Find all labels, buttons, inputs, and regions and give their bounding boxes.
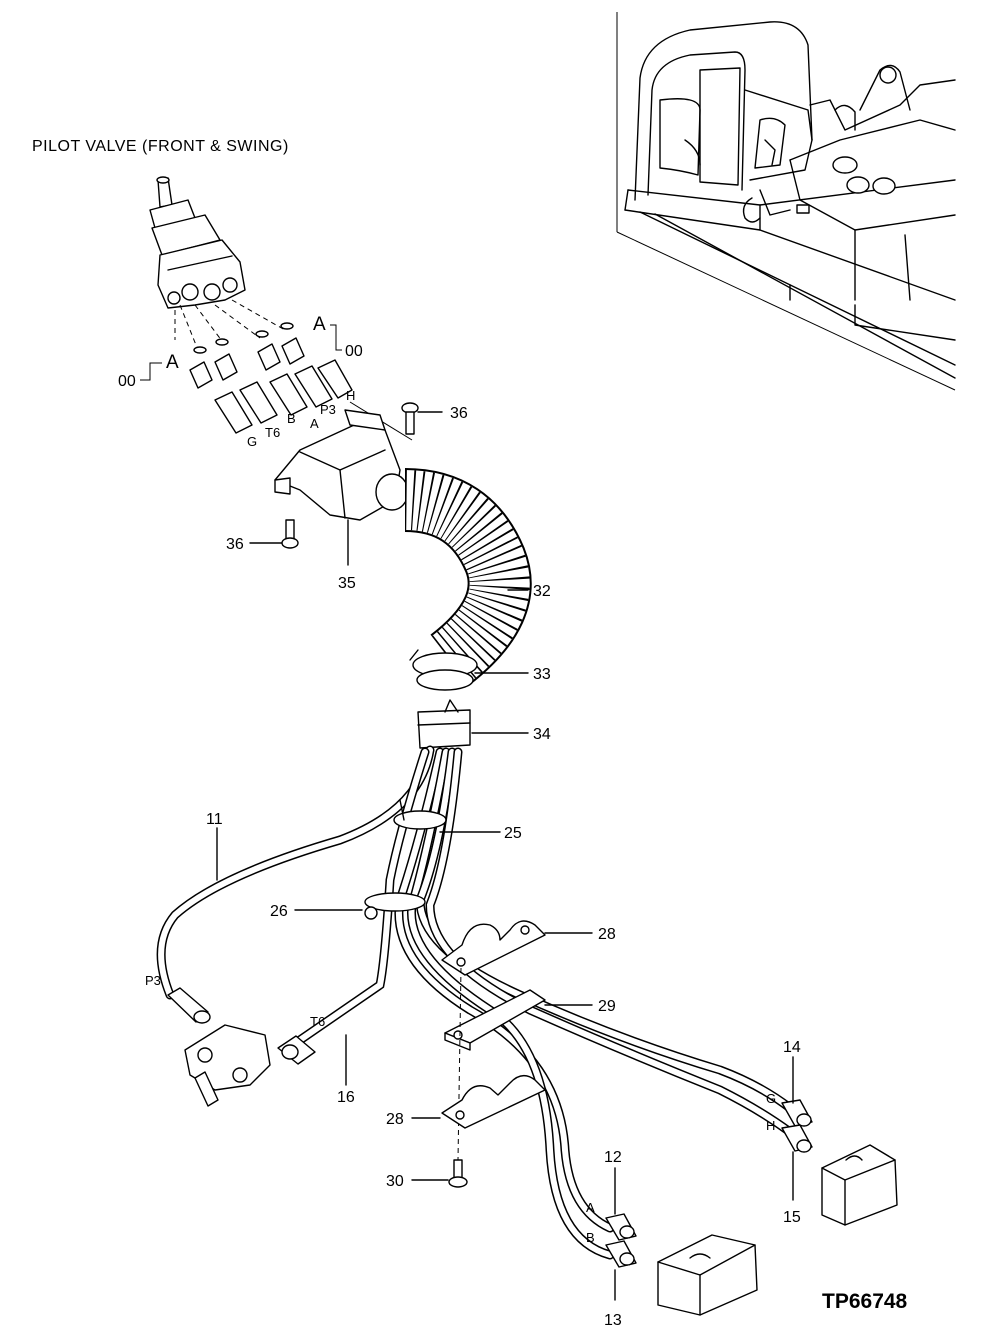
fitting-b [605,1240,637,1268]
port-b-label-top: B [287,411,296,426]
screw-36-left [249,519,299,549]
callout-36-top: 36 [450,405,468,422]
callout-26: 26 [270,903,288,920]
swing-valve-block [184,1024,271,1107]
callout-28-upper: 28 [598,926,616,943]
callout-35: 35 [338,575,356,592]
port-a-label-left: A [166,352,179,373]
corrugated-tube [403,468,532,686]
cable-tie-25 [393,799,447,830]
pilot-valve [149,176,246,309]
excavator-location-inset [616,12,956,391]
port-g-label-top: G [247,434,257,449]
screw-36-top [401,402,443,435]
diagram-title: PILOT VALVE (FRONT & SWING) [32,138,289,155]
port-t6-label-low: T6 [310,1014,325,1029]
fitting-h [781,1124,813,1153]
port-fittings [189,322,305,389]
callout-29: 29 [598,998,616,1015]
port-h-label-low: H [766,1118,775,1133]
clamp-28-upper [441,920,546,976]
callout-34: 34 [533,726,551,743]
callout-14: 14 [783,1039,801,1056]
port-h-label-top: H [346,388,355,403]
port-p3-label-low: P3 [145,973,161,988]
hose-cover [274,409,409,521]
drawing-code: TP66748 [822,1290,908,1313]
grommet [409,649,478,691]
port-g-label-low: G [766,1091,776,1106]
section-marks: A 00 A 00 [118,314,363,390]
clamp-plate-29 [444,989,546,1051]
callout-36-left: 36 [226,536,244,553]
port-p3-label-top: P3 [320,402,336,417]
port-leaders [174,299,286,356]
port-a-label-low: A [586,1200,595,1215]
hose-bundle [156,745,795,1260]
callout-11: 11 [206,811,223,828]
callout-13: 13 [604,1312,622,1329]
callout-00-right: 00 [345,343,363,360]
control-valve-block-right [821,1144,898,1226]
fitting-a [605,1213,637,1241]
port-b-label-low: B [586,1230,595,1245]
callout-30: 30 [386,1173,404,1190]
port-a-label-small: A [310,416,319,431]
callout-00-left: 00 [118,373,136,390]
callout-12: 12 [604,1149,622,1166]
bolt-30 [448,1159,468,1188]
callout-32: 32 [533,583,551,600]
callout-33: 33 [533,666,551,683]
callout-28-lower: 28 [386,1111,404,1128]
port-a-label-top: A [313,314,326,335]
port-t6-label-top: T6 [265,425,280,440]
fitting-t6 [277,1035,316,1065]
callout-25: 25 [504,825,522,842]
cable-tie-26 [364,892,426,920]
fitting-p3 [167,987,211,1024]
callout-16: 16 [337,1089,355,1106]
band-clamp [417,699,471,749]
clamp-28-lower [441,1075,546,1129]
control-valve-block-bottom [657,1234,758,1316]
fitting-g [781,1099,813,1127]
callout-15: 15 [783,1209,801,1226]
